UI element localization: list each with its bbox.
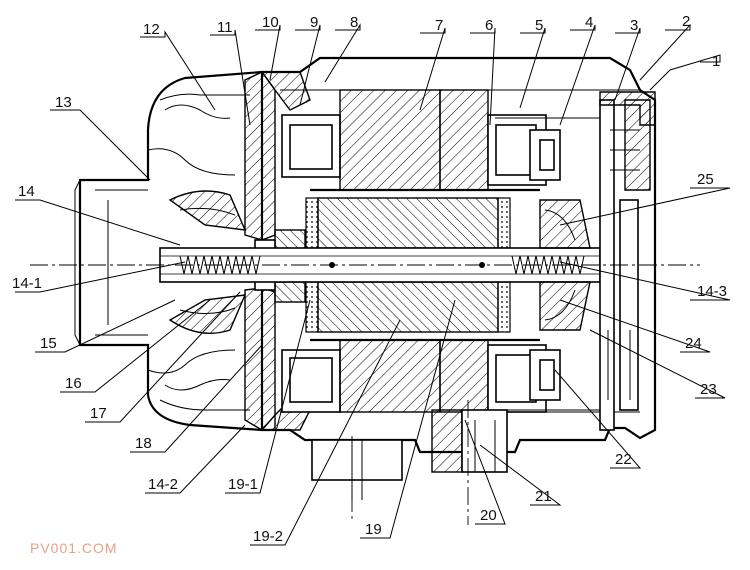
part-label: 15 [40,335,57,352]
part-label: 5 [535,17,543,34]
part-label: 14-1 [12,275,42,292]
part-label: 22 [615,451,632,468]
part-label: 14 [18,183,35,200]
part-label: 23 [700,381,717,398]
part-label: 12 [143,21,160,38]
stator-core-top [339,89,441,191]
part-label: 9 [310,14,318,31]
part-label: 6 [485,17,493,34]
part-label: 8 [350,14,358,31]
watermark: PV001.COM [30,540,118,556]
part-label: 3 [630,17,638,34]
part-label: 10 [262,14,279,31]
part-label: 17 [90,405,107,422]
front-spring [179,255,261,275]
rotor-core [317,197,499,249]
part-label: 19-1 [228,476,258,493]
part-label: 13 [55,94,72,111]
part-label: 19-2 [253,528,283,545]
part-label: 20 [480,507,497,524]
leader-lines [15,23,731,546]
part-label: 21 [535,488,552,505]
part-label: 16 [65,375,82,392]
part-label: 18 [135,435,152,452]
part-label: 4 [585,14,593,31]
part-label: 7 [435,17,443,34]
part-label: 1 [712,53,720,70]
part-label: 24 [685,335,702,352]
part-label: 19 [365,521,382,538]
rear-spring [511,255,585,275]
part-label: 2 [682,13,690,30]
drawing-body [30,56,700,525]
part-labels: 1 2 3 4 5 6 7 8 9 10 11 12 13 14 14-1 14… [12,13,727,545]
part-label: 11 [217,19,233,36]
stator-core-bottom [339,339,441,413]
part-label: 14-3 [697,283,727,300]
part-label: 14-2 [148,476,178,493]
part-label: 25 [697,171,714,188]
